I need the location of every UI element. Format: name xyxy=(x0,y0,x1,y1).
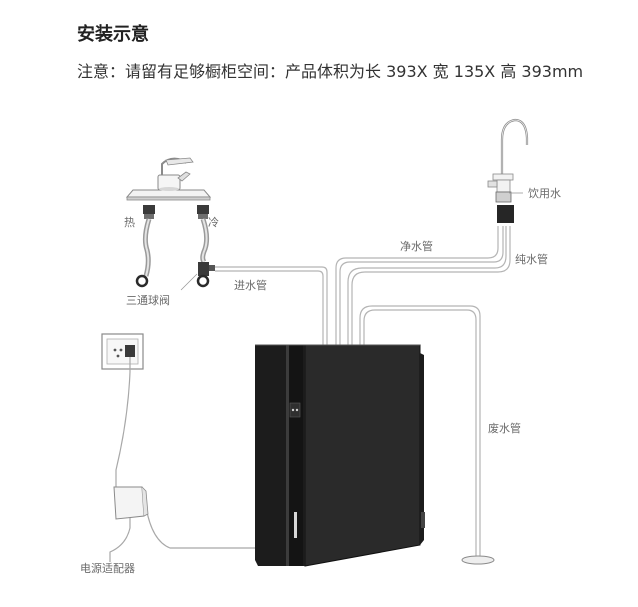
wall-socket xyxy=(101,333,144,370)
label-drinking-water: 饮用水 xyxy=(528,187,561,200)
label-waste-water-pipe: 废水管 xyxy=(488,421,521,435)
label-hot: 热 xyxy=(124,216,135,229)
drinking-water-tap xyxy=(487,118,529,223)
clean-water-pipe xyxy=(335,226,504,345)
three-way-valve xyxy=(180,262,215,291)
label-power-adapter: 电源适配器 xyxy=(80,561,135,575)
label-cold: 冷 xyxy=(208,216,219,229)
label-clean-water-pipe: 净水管 xyxy=(400,239,433,253)
power-cables xyxy=(109,357,255,562)
water-purifier-unit xyxy=(255,344,425,567)
power-adapter-box xyxy=(113,486,149,520)
hot-water-hose xyxy=(135,205,155,288)
page-title: 安装示意 xyxy=(77,24,149,45)
pure-water-pipe xyxy=(347,226,511,345)
label-three-way-valve: 三通球阀 xyxy=(126,293,170,307)
label-inlet-pipe: 进水管 xyxy=(234,278,267,292)
label-pure-water-pipe: 纯水管 xyxy=(515,252,548,266)
waste-water-pipe xyxy=(359,305,481,557)
inlet-pipe xyxy=(215,266,328,345)
cold-water-hose xyxy=(197,205,210,264)
space-note: 注意：请留有足够橱柜空间：产品体积为长 393X 宽 135X 高 393mm xyxy=(77,62,584,81)
floor-drain xyxy=(461,555,495,565)
kitchen-faucet xyxy=(125,157,212,201)
